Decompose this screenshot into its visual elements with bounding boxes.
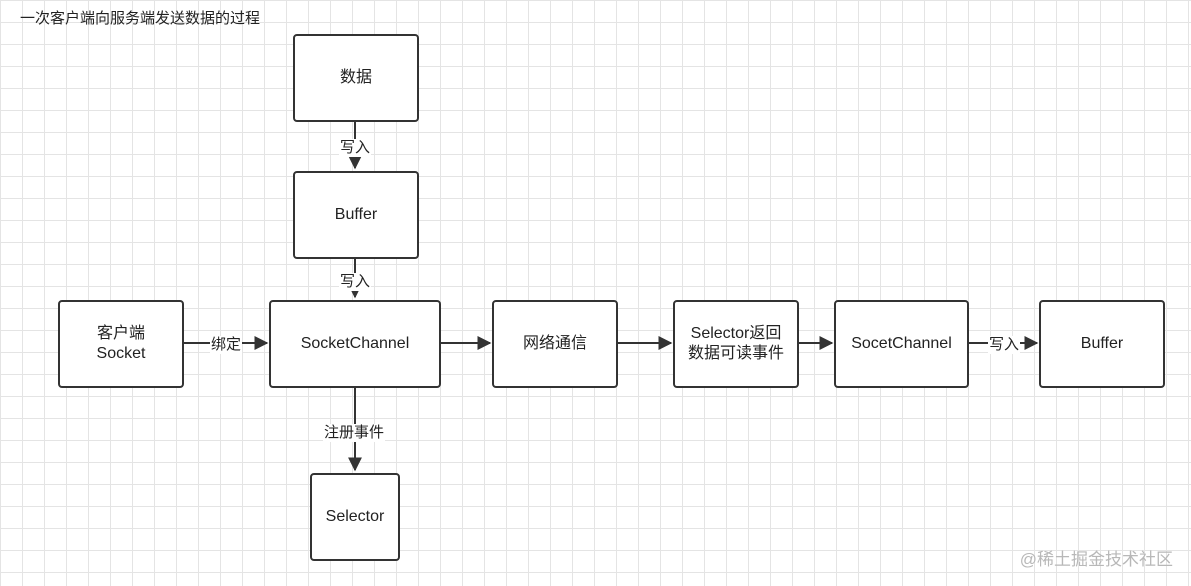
edge-label-bind: 绑定 bbox=[210, 336, 243, 354]
node-selector-return-line1: Selector返回 bbox=[690, 325, 782, 342]
diagram-title: 一次客户端向服务端发送数据的过程 bbox=[20, 10, 261, 27]
edge-label-write-1: 写入 bbox=[339, 139, 372, 157]
node-client-socket: 客户端 Socket bbox=[58, 300, 184, 388]
node-socet-channel-label: SocetChannel bbox=[851, 335, 952, 352]
node-client-socket-line2: Socket bbox=[96, 345, 146, 362]
node-selector-return: Selector返回 数据可读事件 bbox=[673, 300, 799, 388]
node-socket-channel: SocketChannel bbox=[269, 300, 441, 388]
edge-label-write-3: 写入 bbox=[988, 336, 1021, 354]
node-socket-channel-label: SocketChannel bbox=[300, 335, 410, 352]
node-selector-label: Selector bbox=[325, 508, 385, 525]
node-buffer-top: Buffer bbox=[293, 171, 419, 259]
node-network: 网络通信 bbox=[492, 300, 618, 388]
edge-label-write-2: 写入 bbox=[339, 273, 372, 291]
node-buffer-right-label: Buffer bbox=[1080, 335, 1124, 352]
watermark: @稀土掘金技术社区 bbox=[1019, 550, 1173, 569]
node-client-socket-line1: 客户端 bbox=[96, 325, 145, 342]
node-buffer-right: Buffer bbox=[1039, 300, 1165, 388]
node-socet-channel: SocetChannel bbox=[834, 300, 969, 388]
node-buffer-top-label: Buffer bbox=[334, 206, 378, 223]
node-data: 数据 bbox=[293, 34, 419, 122]
node-selector-return-line2: 数据可读事件 bbox=[687, 345, 784, 362]
edge-label-register-event: 注册事件 bbox=[323, 424, 386, 442]
node-selector: Selector bbox=[310, 473, 400, 561]
node-network-label: 网络通信 bbox=[522, 335, 587, 352]
node-data-label: 数据 bbox=[339, 69, 372, 86]
